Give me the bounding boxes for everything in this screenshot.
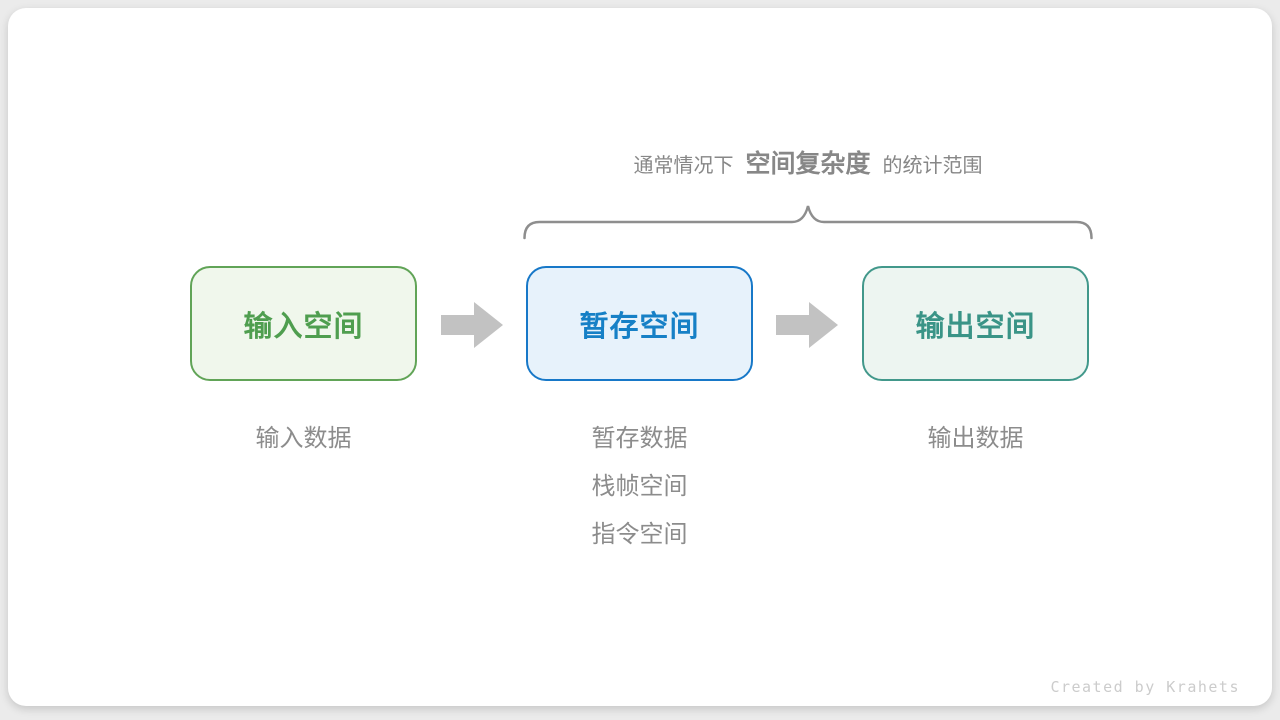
caption: 通常情况下 空间复杂度 的统计范围 [523, 144, 1093, 186]
curly-brace-icon [523, 205, 1093, 240]
node-output-space: 输出空间 [862, 266, 1089, 381]
note-line: 输出数据 [927, 425, 1024, 452]
node-buffer-space-label: 暂存空间 [579, 310, 700, 343]
caption-suffix: 的统计范围 [882, 155, 983, 177]
note-line: 输入数据 [255, 425, 352, 452]
caption-prefix: 通常情况下 [633, 155, 734, 177]
notes-buffer-space: 暂存数据 栈帧空间 指令空间 [526, 424, 753, 568]
caption-highlight: 空间复杂度 [745, 150, 871, 178]
node-input-space-label: 输入空间 [243, 310, 364, 343]
node-output-space-label: 输出空间 [915, 310, 1036, 343]
arrow-right-icon [441, 302, 503, 348]
notes-output-space: 输出数据 [862, 424, 1089, 472]
node-input-space: 输入空间 [190, 266, 417, 381]
note-line: 暂存数据 [591, 425, 688, 452]
arrow-right-icon [776, 302, 838, 348]
node-buffer-space: 暂存空间 [526, 266, 753, 381]
notes-input-space: 输入数据 [190, 424, 417, 472]
note-line: 栈帧空间 [591, 473, 688, 500]
note-line: 指令空间 [591, 521, 688, 548]
credit-text: Created by Krahets [1050, 678, 1240, 696]
